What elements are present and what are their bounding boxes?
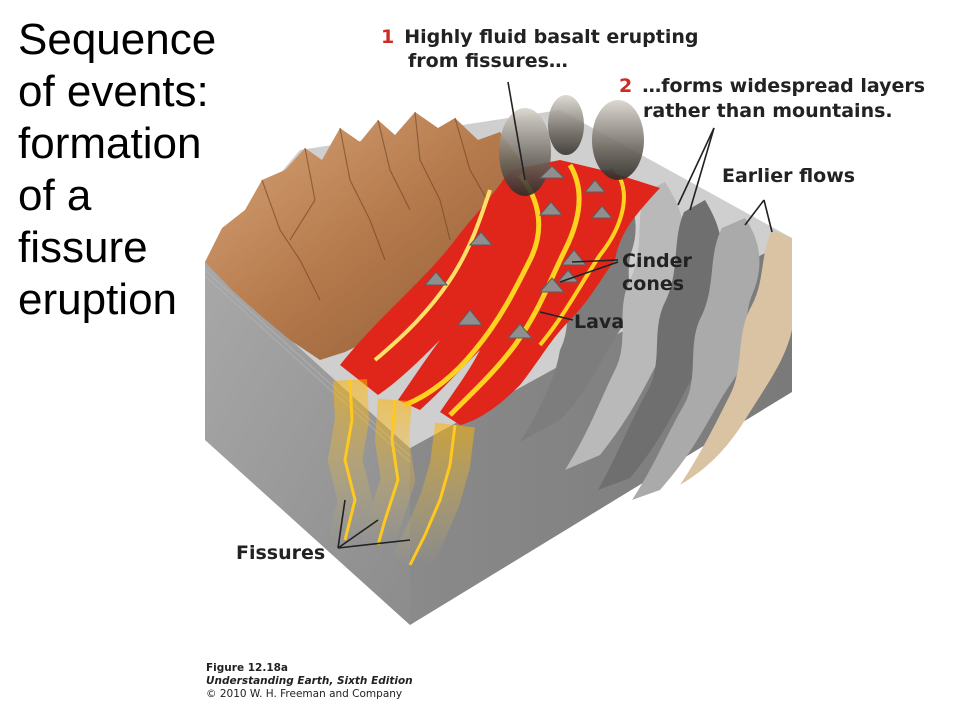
- cinder-cones-label: Cinder cones: [622, 250, 692, 296]
- figure-number: Figure 12.18a: [206, 662, 289, 674]
- step-1-label-cont: from fissures…: [408, 50, 568, 73]
- fissures-label: Fissures: [236, 542, 326, 564]
- copyright-line: © 2010 W. H. Freeman and Company: [206, 688, 403, 700]
- earlier-flow-band: [565, 182, 685, 470]
- eruption-plumes: [499, 95, 644, 196]
- step-1-line2: from fissures…: [408, 50, 568, 72]
- earlier-flow-band: [598, 200, 722, 490]
- earlier-flows-label: Earlier flows: [722, 165, 856, 187]
- title-line: Sequence: [18, 15, 217, 64]
- mountain-ridges: [261, 111, 491, 301]
- title-line: of events:: [18, 67, 209, 116]
- title-line: fissure: [18, 223, 148, 272]
- earlier-flow-band: [680, 230, 792, 485]
- leader-lines: [337, 81, 773, 549]
- lava-channel: [404, 173, 542, 408]
- lava-channel: [448, 163, 582, 417]
- fissure-cracks: [327, 379, 475, 574]
- step-1-label: 1 Highly fluid basalt erupting: [381, 26, 699, 49]
- step-1-number: 1: [381, 26, 395, 48]
- step-2-line1: …forms widespread layers: [642, 75, 926, 97]
- title-line: of a: [18, 171, 92, 220]
- step-2-number: 2: [619, 75, 633, 97]
- book-title: Understanding Earth, Sixth Edition: [206, 675, 413, 687]
- slide-title: Sequence of events: formation of a fissu…: [18, 14, 248, 326]
- title-line: formation: [18, 119, 202, 168]
- cinder-cones-line2: cones: [622, 273, 685, 295]
- lava-channel: [373, 189, 492, 362]
- earlier-flow-band: [632, 218, 760, 500]
- title-line: eruption: [18, 275, 178, 324]
- lava-label: Lava: [574, 311, 625, 333]
- step-2-label: 2 …forms widespread layers: [619, 75, 925, 98]
- cinder-cones-line1: Cinder: [622, 250, 692, 272]
- lava-channel: [538, 177, 626, 347]
- step-1-line1: Highly fluid basalt erupting: [404, 26, 699, 48]
- figure-credit: Figure 12.18a Understanding Earth, Sixth…: [206, 662, 413, 701]
- step-2-label-cont: rather than mountains.: [643, 100, 893, 123]
- lava-flow-field: [340, 160, 660, 425]
- step-2-line2: rather than mountains.: [643, 100, 893, 122]
- mountain-range: [205, 112, 528, 360]
